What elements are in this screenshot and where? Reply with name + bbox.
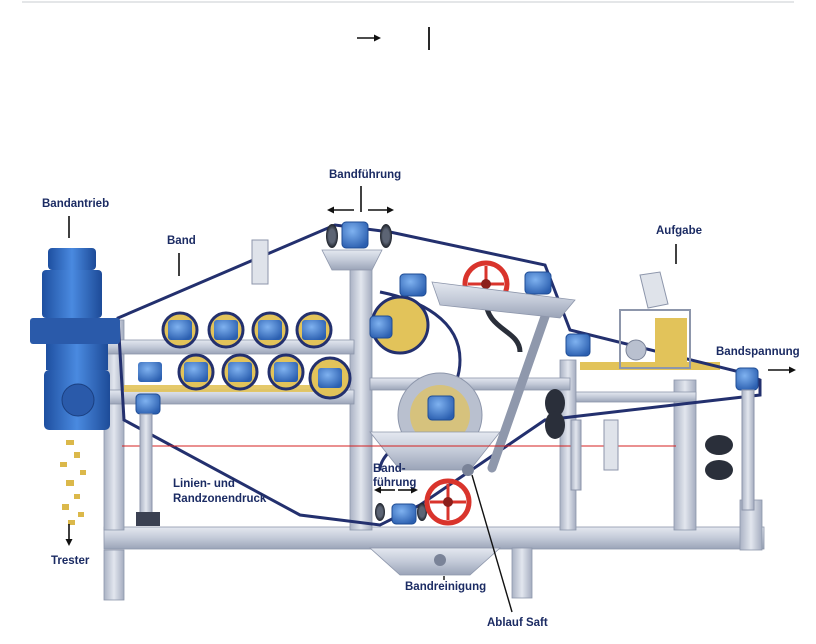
air-bellows [545, 389, 733, 480]
arrow-right-icon [357, 34, 381, 42]
label-linien-line1: Linien- und [173, 478, 235, 490]
guide-paddle [251, 239, 269, 285]
leader-line [471, 474, 513, 613]
label-bandantrieb: Bandantrieb [42, 198, 110, 210]
guide-tires [326, 224, 427, 521]
bearing-blocks [135, 221, 759, 525]
label-bandfuehrung-low-line2: führung [373, 477, 417, 489]
label-bandreinigung: Bandreinigung [405, 581, 487, 593]
label-linien-line2: Randzonendruck [173, 493, 267, 505]
label-aufgabe: Aufgabe [656, 225, 702, 237]
handwheel-bottom [424, 478, 472, 526]
feed-hopper [619, 271, 691, 369]
label-trester: Trester [51, 555, 90, 567]
arrow-right-icon [768, 366, 796, 374]
arrow-down-icon [65, 524, 73, 546]
leg-left [103, 549, 125, 601]
label-bandspannung: Bandspannung [716, 346, 800, 358]
label-ablauf-saft: Ablauf Saft [487, 617, 548, 629]
pressure-cylinder [139, 413, 153, 515]
feed-plate [431, 281, 576, 319]
belt [116, 223, 762, 527]
label-bandfuehrung-low-line1: Band- [373, 463, 406, 475]
arrow-left-icon [374, 486, 395, 494]
arrow-right-icon [398, 486, 418, 494]
frame-post-far-right [673, 379, 697, 531]
base-beam [103, 526, 765, 550]
arrow-right-icon [368, 206, 394, 214]
leg-mid [511, 547, 533, 599]
label-band: Band [167, 235, 196, 247]
pomace-falling [60, 440, 86, 525]
press-rollers [138, 311, 352, 400]
arrow-left-icon [327, 206, 354, 214]
drive-motor [30, 248, 120, 430]
tension-beam [575, 391, 697, 403]
tower-head [321, 249, 383, 271]
drain-tube [487, 303, 553, 473]
label-bandfuehrung-top: Bandführung [329, 169, 402, 181]
